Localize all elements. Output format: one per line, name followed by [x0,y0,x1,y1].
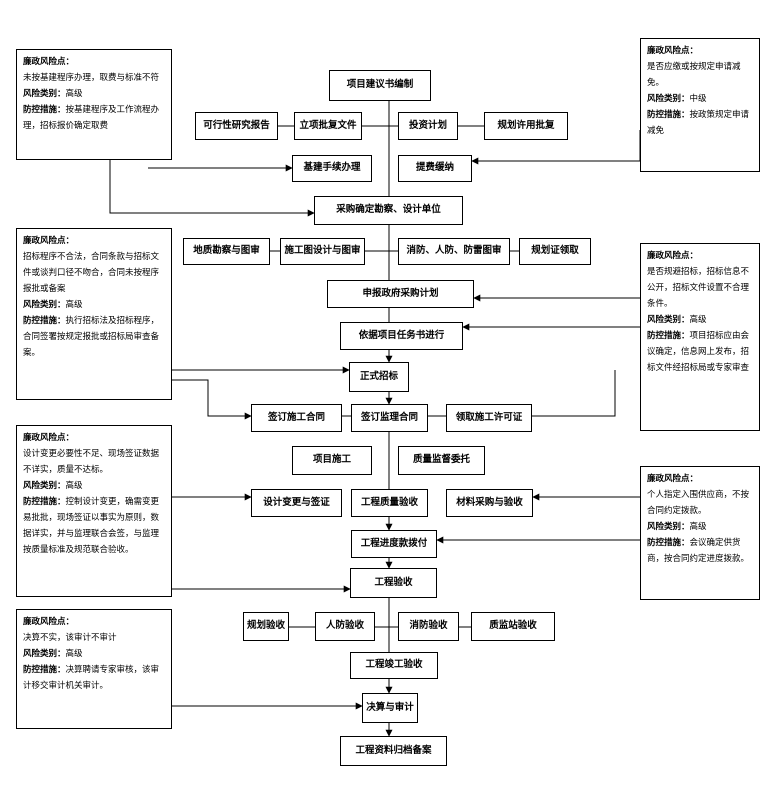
risk-note-fee: 廉政风险点： 是否应缴或按规定申请减免。 风险类别：中级 防控措施：按政策规定申… [640,38,760,172]
node-investment-plan: 投资计划 [398,112,458,140]
note-risk-point: 招标程序不合法，合同条款与招标文件或谈判口径不吻合，合同未按程序报批或备案 [23,252,160,294]
note-risk-level: 风险类别：高级 [23,649,83,659]
note-measures: 防控措施：执行招标法及招标程序，合同签署按规定报批或招标局审查备案。 [23,316,160,358]
node-quality-station-acceptance: 质监站验收 [471,612,555,641]
node-fire-review: 消防、人防、防雷图审 [398,238,510,265]
node-geo-survey: 地质勘察与图审 [183,238,270,265]
node-supervision-contract: 签订监理合同 [351,404,428,432]
node-feasibility: 可行性研究报告 [195,112,278,140]
note-title: 廉政风险点： [647,251,699,261]
note-title: 廉政风险点： [23,433,75,443]
node-construction-permit: 领取施工许可证 [446,404,532,432]
note-measures: 防控措施：会议确定供货商，按合同约定进度拨款。 [647,538,750,564]
note-measures: 防控措施：按基建程序及工作流程办理，招标报价确定取费 [23,105,160,131]
note-title: 廉政风险点： [23,617,75,627]
node-archiving: 工程资料归档备案 [340,736,447,766]
node-procedures: 基建手续办理 [292,155,372,182]
node-fee-deferral: 提费缓纳 [398,155,472,182]
node-proposal: 项目建议书编制 [329,70,431,101]
node-settlement-audit: 决算与审计 [362,693,418,723]
note-risk-level: 风险类别：中级 [647,94,707,104]
risk-note-bidding: 廉政风险点： 招标程序不合法，合同条款与招标文件或谈判口径不吻合，合同未按程序报… [16,228,172,400]
node-approval-docs: 立项批复文件 [294,112,362,140]
node-material-procurement: 材料采购与验收 [446,489,533,517]
note-risk-level: 风险类别：高级 [23,481,83,491]
risk-note-settlement: 廉政风险点： 决算不实，该审计不审计 风险类别：高级 防控措施：决算聘请专家审核… [16,609,172,729]
node-project-construction: 项目施工 [292,446,372,475]
note-risk-point: 个人指定入围供应商，不按合同约定拨款。 [647,490,750,516]
node-project-acceptance: 工程验收 [350,568,437,598]
node-progress-payment: 工程进度款拨付 [351,530,437,558]
note-risk-point: 决算不实，该审计不审计 [23,633,117,643]
note-risk-level: 风险类别：高级 [23,89,83,99]
node-design-change: 设计变更与签证 [251,489,342,517]
risk-note-design-change: 廉政风险点： 设计变更必要性不足、现场签证数据不详实，质量不达标。 风险类别：高… [16,425,172,597]
note-risk-point: 设计变更必要性不足、现场签证数据不详实，质量不达标。 [23,449,160,475]
node-procurement-plan: 申报政府采购计划 [327,280,474,308]
node-construction-design: 施工图设计与图审 [280,238,365,265]
node-survey-design: 采购确定勘察、设计单位 [314,196,463,225]
note-title: 廉政风险点： [647,46,699,56]
note-measures: 防控措施：控制设计变更，确需变更易批批，现场签证以事实为原则，数据详实，并与监理… [23,497,160,555]
node-construction-contract: 签订施工合同 [251,404,342,432]
node-quality-supervision: 质量监督委托 [398,446,485,475]
node-planning-acceptance: 规划验收 [243,612,289,641]
note-measures: 防控措施：项目招标应由会议确定，信息网上发布，招标文件经招标局或专家审查 [647,331,750,373]
note-title: 廉政风险点： [23,57,75,67]
note-measures: 防控措施：决算聘请专家审核，该审计移交审计机关审计。 [23,665,160,691]
node-fire-acceptance: 消防验收 [398,612,459,641]
node-quality-acceptance: 工程质量验收 [351,489,428,517]
note-title: 廉政风险点： [23,236,75,246]
node-planning-permit: 规划证领取 [519,238,591,265]
node-formal-bid: 正式招标 [349,362,409,392]
note-risk-point: 是否应缴或按规定申请减免。 [647,62,741,88]
note-measures: 防控措施：按政策规定申请减免 [647,110,750,136]
note-title: 廉政风险点： [647,474,699,484]
note-risk-level: 风险类别：高级 [647,522,707,532]
node-task-basis: 依据项目任务书进行 [340,322,463,350]
note-risk-point: 未按基建程序办理，取费与标准不符 [23,73,160,83]
risk-note-procedures: 廉政风险点： 未按基建程序办理，取费与标准不符 风险类别：高级 防控措施：按基建… [16,49,172,160]
risk-note-tender: 廉政风险点： 是否规避招标，招标信息不公开，招标文件设置不合理条件。 风险类别：… [640,243,760,431]
note-risk-point: 是否规避招标，招标信息不公开，招标文件设置不合理条件。 [647,267,750,309]
note-risk-level: 风险类别：高级 [23,300,83,310]
risk-note-supplier: 廉政风险点： 个人指定入围供应商，不按合同约定拨款。 风险类别：高级 防控措施：… [640,466,760,600]
node-completion-acceptance: 工程竣工验收 [350,652,438,679]
note-risk-level: 风险类别：高级 [647,315,707,325]
node-civil-defense-acceptance: 人防验收 [315,612,375,641]
node-planning-approval: 规划许用批复 [484,112,568,140]
